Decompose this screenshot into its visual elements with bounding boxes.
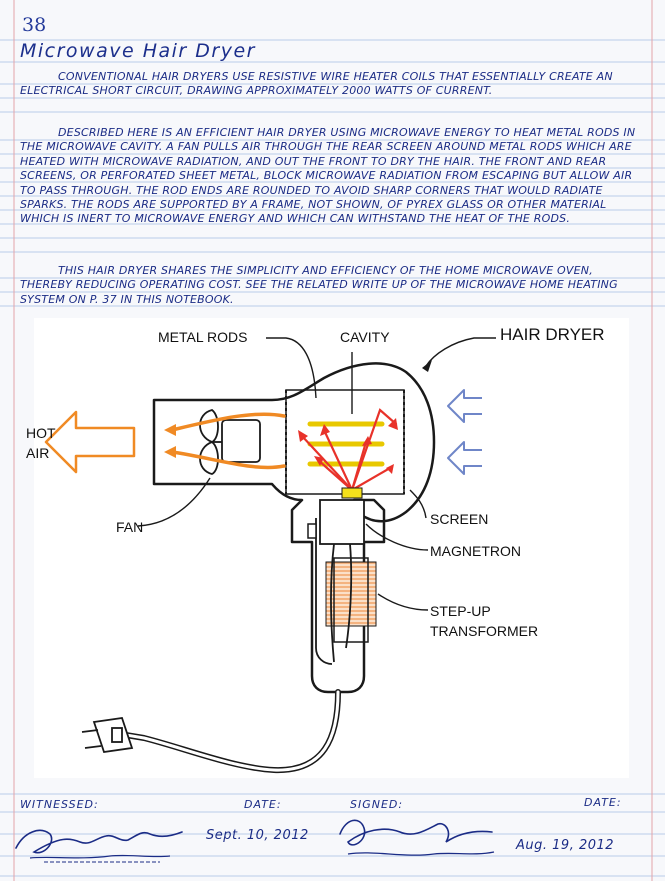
hot-air-arrow — [44, 410, 136, 474]
label-fan: FAN — [116, 519, 144, 535]
magnetron-emitter — [341, 487, 363, 499]
page-title: Microwave Hair Dryer — [20, 40, 256, 62]
label-air: AIR — [26, 445, 50, 461]
witness-date-value: Sept. 10, 2012 — [206, 828, 309, 843]
label-step-up: STEP-UP — [430, 603, 491, 619]
label-metal-rods: METAL RODS — [158, 329, 248, 345]
paragraph-efficiency: This hair dryer shares the simplicity an… — [20, 264, 618, 306]
dryer-body-outline — [152, 362, 436, 694]
diagram-drawing — [44, 337, 496, 774]
hot-air-streams — [170, 412, 286, 470]
page-number: 38 — [22, 14, 47, 36]
power-cord — [117, 689, 341, 774]
label-cavity: CAVITY — [340, 329, 390, 345]
hair-dryer-diagram: METAL RODS CAVITY HAIR DRYER HOT AIR FAN… — [26, 318, 629, 778]
signed-label: Signed: — [350, 798, 404, 811]
microwave-rays — [300, 408, 398, 492]
side-switch — [307, 523, 317, 539]
signed-date-label: Date: — [584, 796, 622, 809]
label-transformer: TRANSFORMER — [430, 623, 539, 639]
label-hot: HOT — [26, 425, 56, 441]
power-plug — [81, 717, 134, 753]
label-hair-dryer: HAIR DRYER — [500, 325, 605, 344]
label-magnetron: MAGNETRON — [430, 543, 521, 559]
label-screen: SCREEN — [430, 511, 489, 527]
inventor-signature — [339, 819, 495, 856]
magnetron-body — [319, 499, 365, 545]
leader-lines — [137, 337, 496, 611]
intake-air-arrows — [447, 389, 482, 475]
witness-signature — [15, 829, 183, 863]
paragraph-description: Described here is an efficient hair drye… — [20, 126, 636, 226]
internal-wiring — [315, 518, 353, 665]
signed-date-value: Aug. 19, 2012 — [516, 838, 615, 853]
paragraph-intro: Conventional hair dryers use resistive w… — [20, 70, 613, 98]
witness-date-label: Date: — [244, 798, 282, 811]
witnessed-label: Witnessed: — [20, 798, 99, 811]
